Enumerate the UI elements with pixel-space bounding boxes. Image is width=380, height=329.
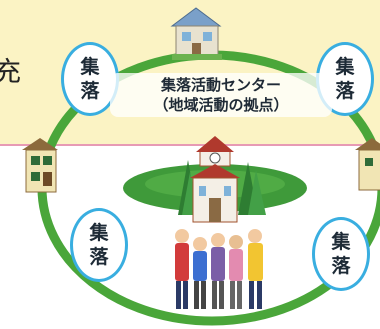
- activity-center-title: 集落活動センター: [160, 76, 281, 94]
- house-top-icon: [170, 7, 222, 60]
- settlement-bubble-bottom-left: 集 落: [70, 208, 128, 282]
- house-right-icon: [355, 138, 380, 191]
- settlement-label-line2: 落: [89, 246, 109, 268]
- settlement-label-line1: 集: [335, 56, 355, 78]
- settlement-label-line1: 集: [89, 222, 109, 244]
- activity-center-building-icon: [190, 136, 240, 223]
- settlement-label-line1: 集: [80, 56, 100, 78]
- settlement-label-line1: 集: [331, 231, 351, 253]
- activity-center-label: 集落活動センター （地域活動の拠点）: [110, 73, 332, 117]
- activity-center-subtitle: （地域活動の拠点）: [153, 96, 289, 114]
- house-left-icon: [22, 138, 58, 193]
- settlement-label-line2: 落: [331, 255, 351, 277]
- settlement-label-line2: 落: [80, 80, 100, 102]
- header-text: 充: [0, 57, 21, 88]
- divider-line: [0, 144, 380, 146]
- settlement-bubble-bottom-right: 集 落: [312, 217, 370, 291]
- settlement-label-line2: 落: [335, 80, 355, 102]
- people-group-icon: [175, 229, 263, 309]
